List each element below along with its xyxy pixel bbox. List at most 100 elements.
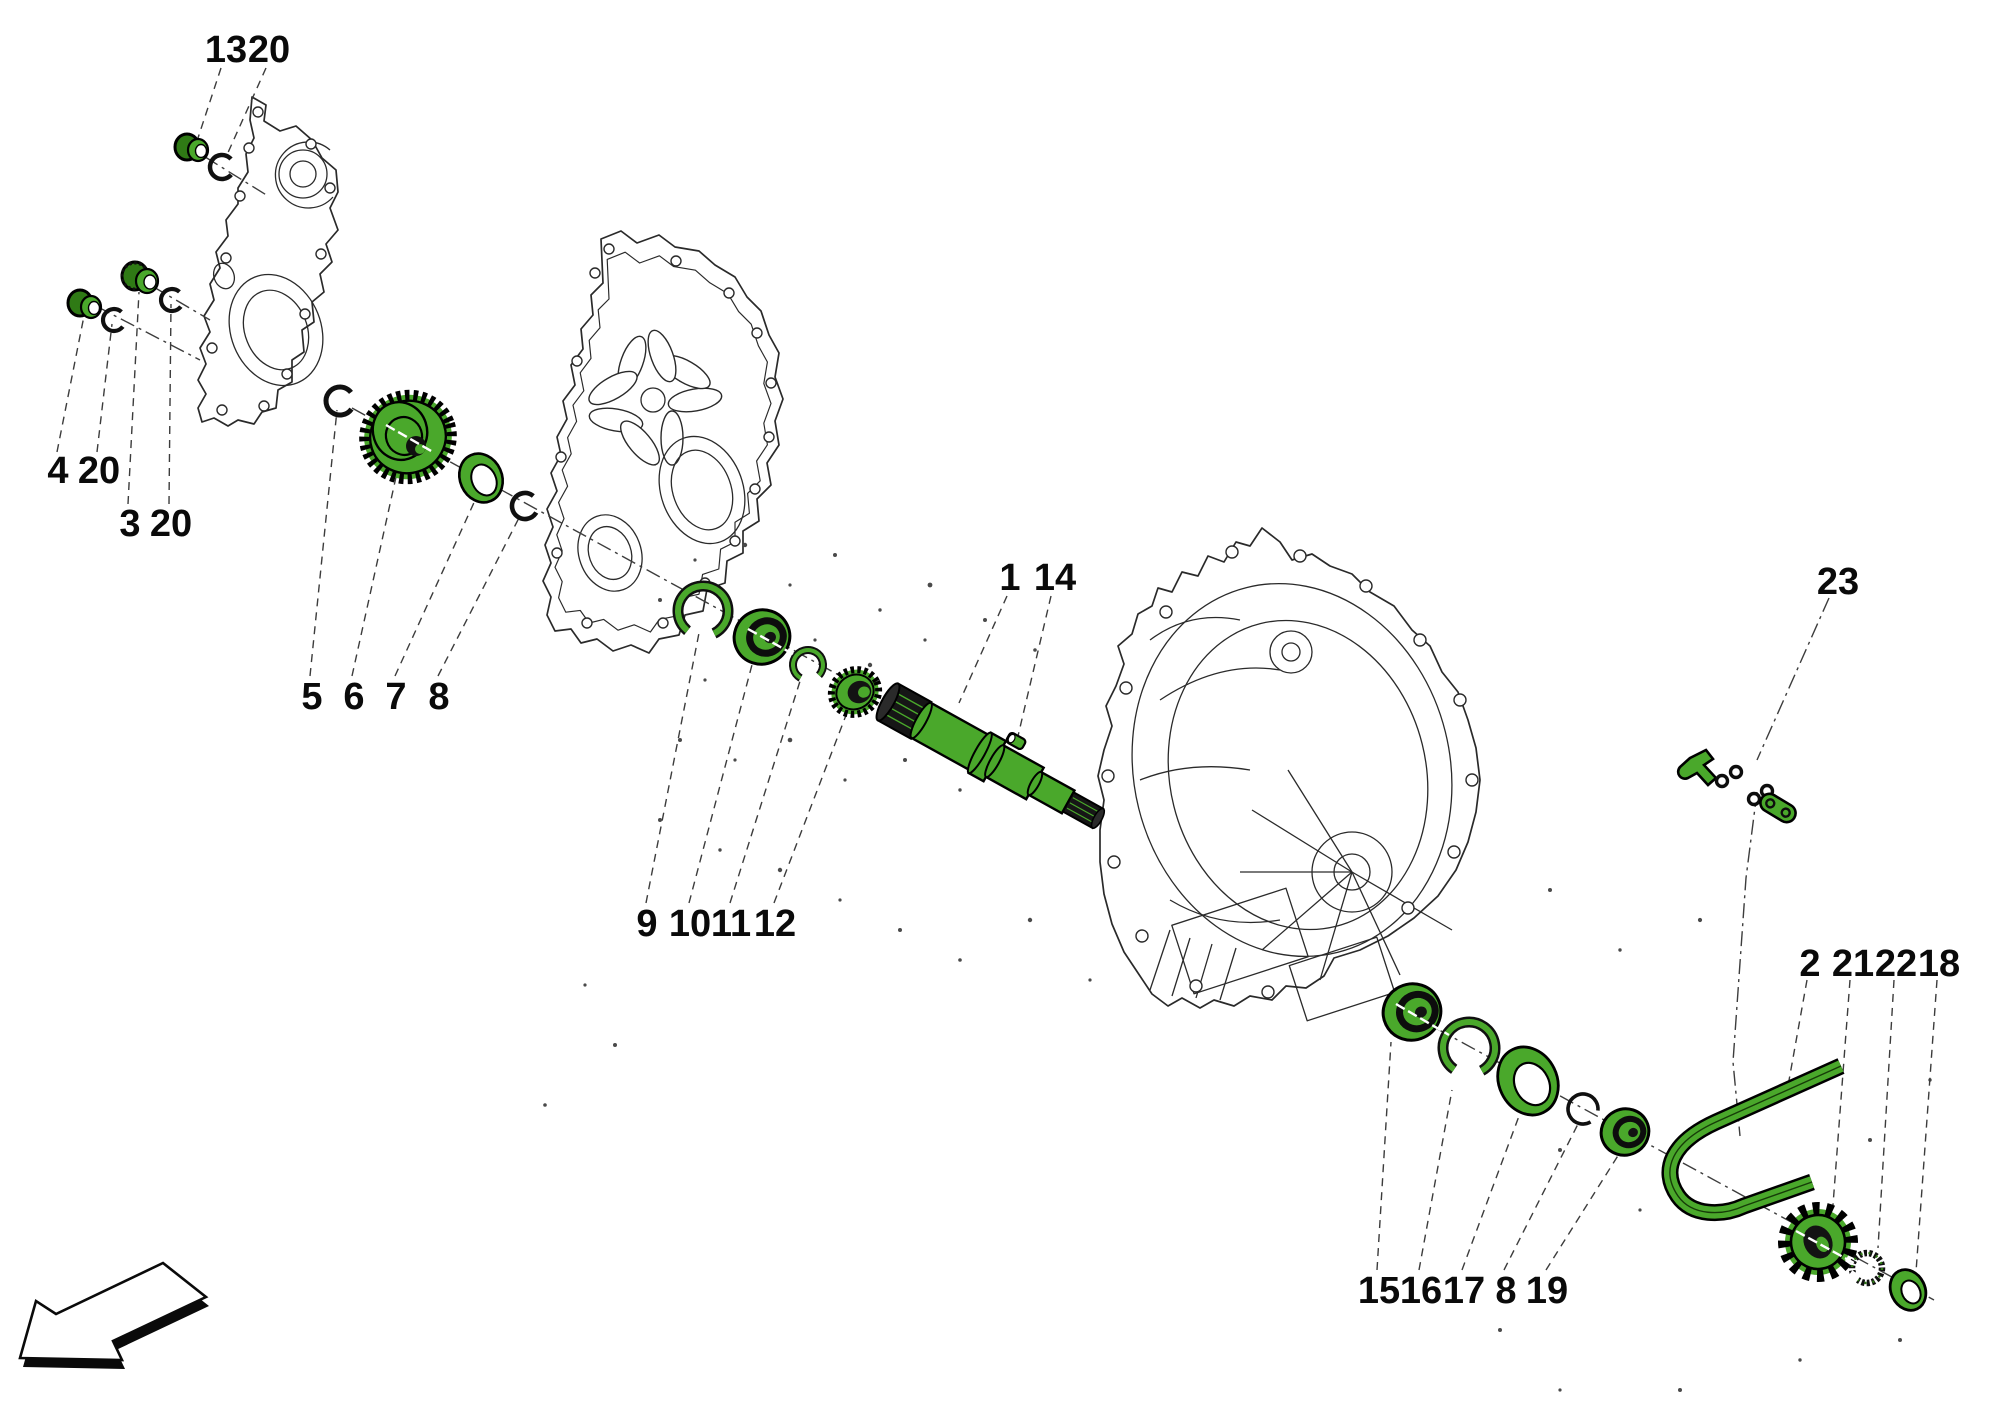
leader-16 — [1418, 1089, 1453, 1271]
housing-rib-c — [1139, 766, 1251, 781]
leader-8 — [437, 513, 522, 677]
leader-lines — [56, 67, 1938, 1273]
callout-10[interactable]: 10 — [669, 903, 711, 945]
inner-cover-bolt-holes — [551, 243, 777, 629]
callout-6[interactable]: 6 — [343, 676, 364, 718]
leader-6 — [351, 467, 399, 677]
leader-5 — [309, 409, 338, 677]
callout-9[interactable]: 9 — [636, 903, 657, 945]
leader-2 — [1787, 979, 1808, 1087]
part-3-plug — [120, 260, 160, 295]
direction-arrow — [18, 1261, 209, 1369]
axis-arrows-over-parts — [385, 423, 1855, 1265]
leader-1 — [958, 595, 1008, 704]
leader-18 — [1915, 979, 1938, 1273]
part-11-snap-ring — [789, 646, 827, 684]
leader-21 — [1832, 979, 1851, 1206]
callout-labels: 13 20 4 20 3 20 5 6 7 8 9 10 11 12 1 14 … — [47, 29, 1960, 1312]
callout-13[interactable]: 13 — [205, 29, 247, 71]
cover-oval-opening — [228, 273, 324, 387]
part-20c-snap-ring — [158, 286, 186, 314]
axis-plug-3 — [151, 285, 211, 321]
leader-20b — [96, 323, 113, 453]
cover-small-oval — [212, 262, 236, 290]
part-1-shaft — [875, 682, 1106, 830]
callout-15[interactable]: 15 — [1358, 1270, 1400, 1312]
callout-20c[interactable]: 20 — [150, 503, 192, 545]
callout-20a[interactable]: 20 — [248, 29, 290, 71]
part-18-ring — [1888, 1268, 1928, 1312]
callout-2[interactable]: 2 — [1799, 943, 1820, 985]
axis-top-plug — [180, 141, 269, 197]
leader-17 — [1461, 1115, 1520, 1271]
axis-plug-4 — [95, 305, 201, 361]
bevel-gear-rosette — [588, 329, 723, 466]
housing-bell — [1131, 582, 1453, 958]
cover-boss-bore — [289, 160, 317, 188]
callout-20b[interactable]: 20 — [78, 450, 120, 492]
link-fork — [1676, 748, 1718, 787]
leader-23 — [1756, 597, 1830, 761]
callout-8[interactable]: 8 — [428, 676, 449, 718]
callout-3[interactable]: 3 — [119, 503, 140, 545]
leader-15 — [1376, 1041, 1392, 1271]
axis-main-left — [351, 407, 898, 708]
part-13-plug — [173, 132, 210, 163]
housing-plug-boss — [1269, 630, 1313, 674]
part-8-snap-ring — [509, 490, 541, 522]
part-2-chain — [1661, 1058, 1845, 1222]
leader-11 — [729, 677, 802, 904]
housing-rib-d — [1169, 899, 1281, 924]
callout-7[interactable]: 7 — [385, 676, 406, 718]
leader-10 — [688, 660, 754, 904]
part-17-seal-ring — [1496, 1045, 1560, 1117]
callout-14[interactable]: 14 — [1034, 557, 1076, 599]
callout-12[interactable]: 12 — [754, 903, 796, 945]
leader-20a — [225, 67, 267, 158]
inner-cover-seal-ring — [658, 435, 746, 545]
leader-20c — [168, 303, 172, 505]
callout-1[interactable]: 1 — [999, 557, 1020, 599]
callout-18[interactable]: 18 — [1918, 943, 1960, 985]
callout-16[interactable]: 16 — [1400, 1270, 1442, 1312]
front-cover-plate — [197, 96, 339, 427]
cover-boss — [278, 149, 328, 199]
housing-outline — [1097, 527, 1481, 1009]
part-21-sprocket — [1778, 1202, 1858, 1282]
callout-17[interactable]: 17 — [1443, 1270, 1485, 1312]
housing-lower-blocks — [1149, 887, 1396, 1022]
part-5-snap-ring — [323, 384, 357, 418]
callout-23[interactable]: 23 — [1817, 561, 1859, 603]
part-9-snap-ring — [672, 580, 734, 642]
part-20b-snap-ring — [100, 306, 128, 334]
housing-fan-ribs — [1240, 769, 1453, 981]
part-23-master-link — [1676, 748, 1797, 824]
callout-4[interactable]: 4 — [47, 450, 68, 492]
callout-21[interactable]: 21 — [1832, 943, 1874, 985]
leader-7 — [394, 495, 478, 677]
part-12-gear — [827, 666, 883, 718]
leader-19 — [1545, 1153, 1620, 1271]
part-7-seal-ring — [457, 452, 505, 504]
front-cover-outline — [197, 96, 339, 427]
part-8b-snap-ring — [1566, 1092, 1600, 1126]
axis-chain-link — [1732, 791, 1758, 1137]
inner-cover-plate — [542, 230, 784, 654]
leader-13 — [196, 67, 222, 142]
part-19-bearing — [1599, 1107, 1651, 1157]
part-20a-snap-ring — [207, 152, 237, 182]
leader-22 — [1877, 979, 1895, 1249]
part-4-plug — [66, 288, 103, 320]
cover-bolt-holes — [206, 106, 336, 416]
inner-cover-lower-opening — [577, 514, 643, 592]
callout-11[interactable]: 11 — [711, 903, 751, 945]
callout-22[interactable]: 22 — [1875, 943, 1917, 985]
housing-rib-b — [1159, 667, 1281, 701]
callout-8b[interactable]: 8 — [1495, 1270, 1516, 1312]
gearbox-housing — [1097, 527, 1481, 1022]
callout-19[interactable]: 19 — [1526, 1270, 1568, 1312]
assembly-axis-lines — [95, 141, 1935, 1301]
callout-5[interactable]: 5 — [301, 676, 322, 718]
